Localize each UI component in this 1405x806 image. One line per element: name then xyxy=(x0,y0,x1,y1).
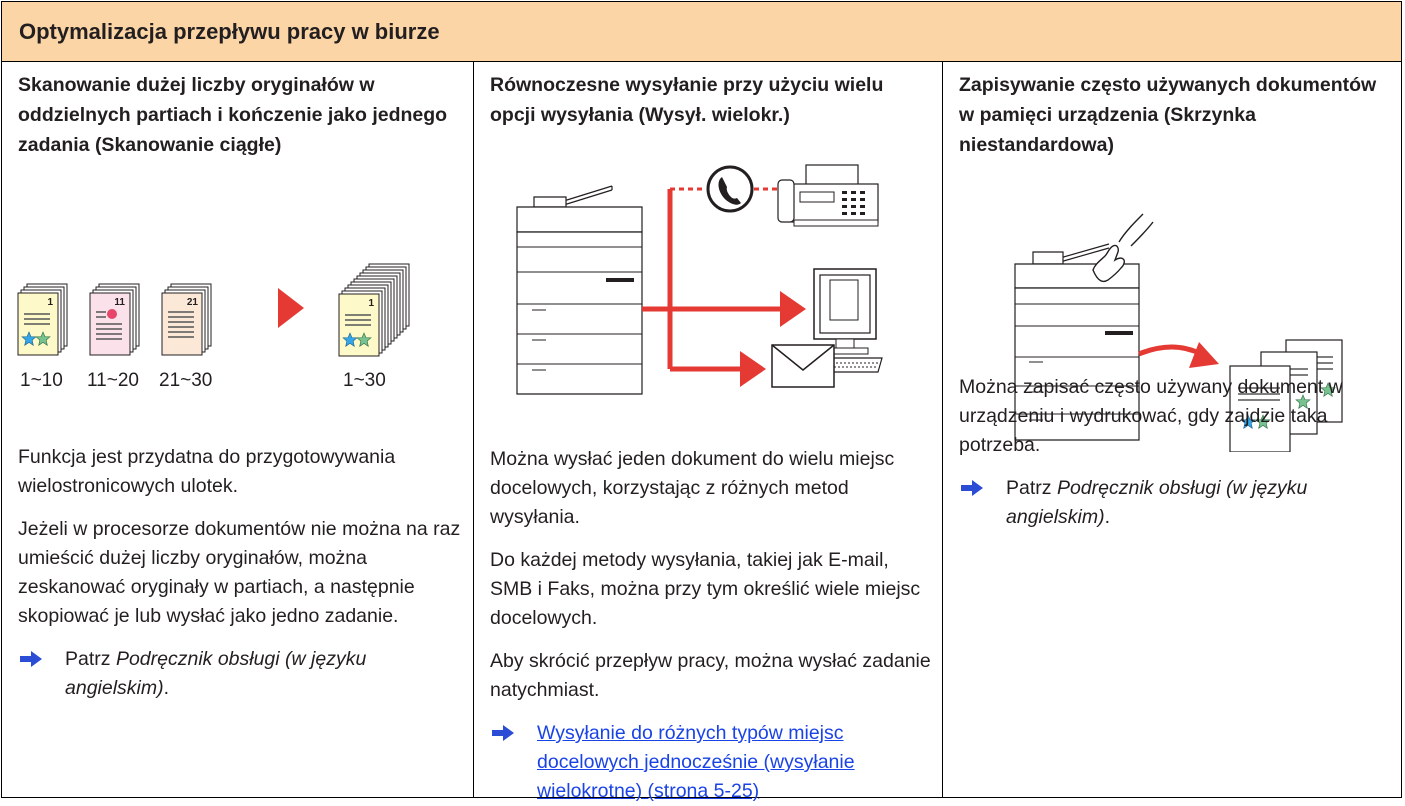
column-description: Można zapisać często używany dokument w … xyxy=(959,373,1399,532)
stack-range-label: 21~30 xyxy=(159,370,212,391)
red-triangle-arrow-icon xyxy=(278,288,304,328)
hand-icon xyxy=(1092,213,1154,283)
blue-right-arrow-icon xyxy=(961,480,983,496)
column-title: Równoczesne wysyłanie przy użyciu wielu … xyxy=(490,74,884,126)
manual-title: Podręcznik obsługi (w języku angielskim) xyxy=(1006,477,1308,528)
computer-icon xyxy=(805,268,883,373)
continuous-scan-illustration: 1 1~10 11 11~20 xyxy=(17,263,410,391)
mfp-printer-icon xyxy=(516,185,643,395)
description-paragraph: Do każdej metody wysyłania, takiej jak E… xyxy=(490,549,921,629)
multi-sending-link[interactable]: Wysyłanie do różnych typów miejsc docelo… xyxy=(537,722,855,802)
phone-icon xyxy=(706,165,754,213)
blue-right-arrow-icon xyxy=(492,725,514,741)
blue-right-arrow-icon xyxy=(20,651,42,667)
stack-page-number: 11 xyxy=(114,297,125,308)
description-paragraph: Funkcja jest przydatna do przygotowywani… xyxy=(18,446,396,497)
description-paragraph: Jeżeli w procesorze dokumentów nie można… xyxy=(18,518,461,627)
column-custom-box: Zapisywanie często używanych dokumentów … xyxy=(943,62,1401,797)
section-header: Optymalizacja przepływu pracy w biurze xyxy=(2,2,1401,62)
stack-range-label: 1~30 xyxy=(343,370,386,391)
stack-page-number: 21 xyxy=(187,297,199,308)
custom-box-illustration xyxy=(1014,213,1343,452)
reference-note: Patrz Podręcznik obsługi (w języku angie… xyxy=(959,474,1399,532)
documents-icon xyxy=(1229,339,1343,452)
stack-pink-icon xyxy=(89,283,140,356)
column-title: Zapisywanie często używanych dokumentów … xyxy=(959,74,1377,156)
column-multi-sending: Równoczesne wysyłanie przy użyciu wielu … xyxy=(474,62,943,802)
reference-note: Wysyłanie do różnych typów miejsc docelo… xyxy=(490,719,935,806)
description-paragraph: Można wysłać jeden dokument do wielu mie… xyxy=(490,448,895,528)
reference-note: Patrz Podręcznik obsługi (w języku angie… xyxy=(18,645,463,703)
page-title: Optymalizacja przepływu pracy w biurze xyxy=(19,19,440,44)
stack-range-label: 1~10 xyxy=(20,370,63,391)
stack-beige-icon xyxy=(161,283,212,356)
stack-combined-icon xyxy=(338,263,410,357)
stack-range-label: 11~20 xyxy=(87,370,139,391)
stack-page-number: 1 xyxy=(368,298,374,309)
fax-icon xyxy=(777,164,879,227)
manual-title: Podręcznik obsługi (w języku angielskim) xyxy=(65,648,367,699)
envelope-icon xyxy=(771,344,835,388)
column-title: Skanowanie dużej liczby oryginałów w odd… xyxy=(18,74,448,156)
stack-page-number: 1 xyxy=(47,297,53,308)
column-description: Funkcja jest przydatna do przygotowywani… xyxy=(18,443,463,703)
multi-sending-illustration xyxy=(516,164,883,395)
description-paragraph: Można zapisać często używany dokument w … xyxy=(959,376,1343,456)
column-continuous-scan: Skanowanie dużej liczby oryginałów w odd… xyxy=(2,62,474,797)
stack-yellow-icon xyxy=(17,283,68,356)
description-paragraph: Aby skrócić przepływ pracy, można wysłać… xyxy=(490,650,931,701)
column-description: Można wysłać jeden dokument do wielu mie… xyxy=(490,445,935,806)
